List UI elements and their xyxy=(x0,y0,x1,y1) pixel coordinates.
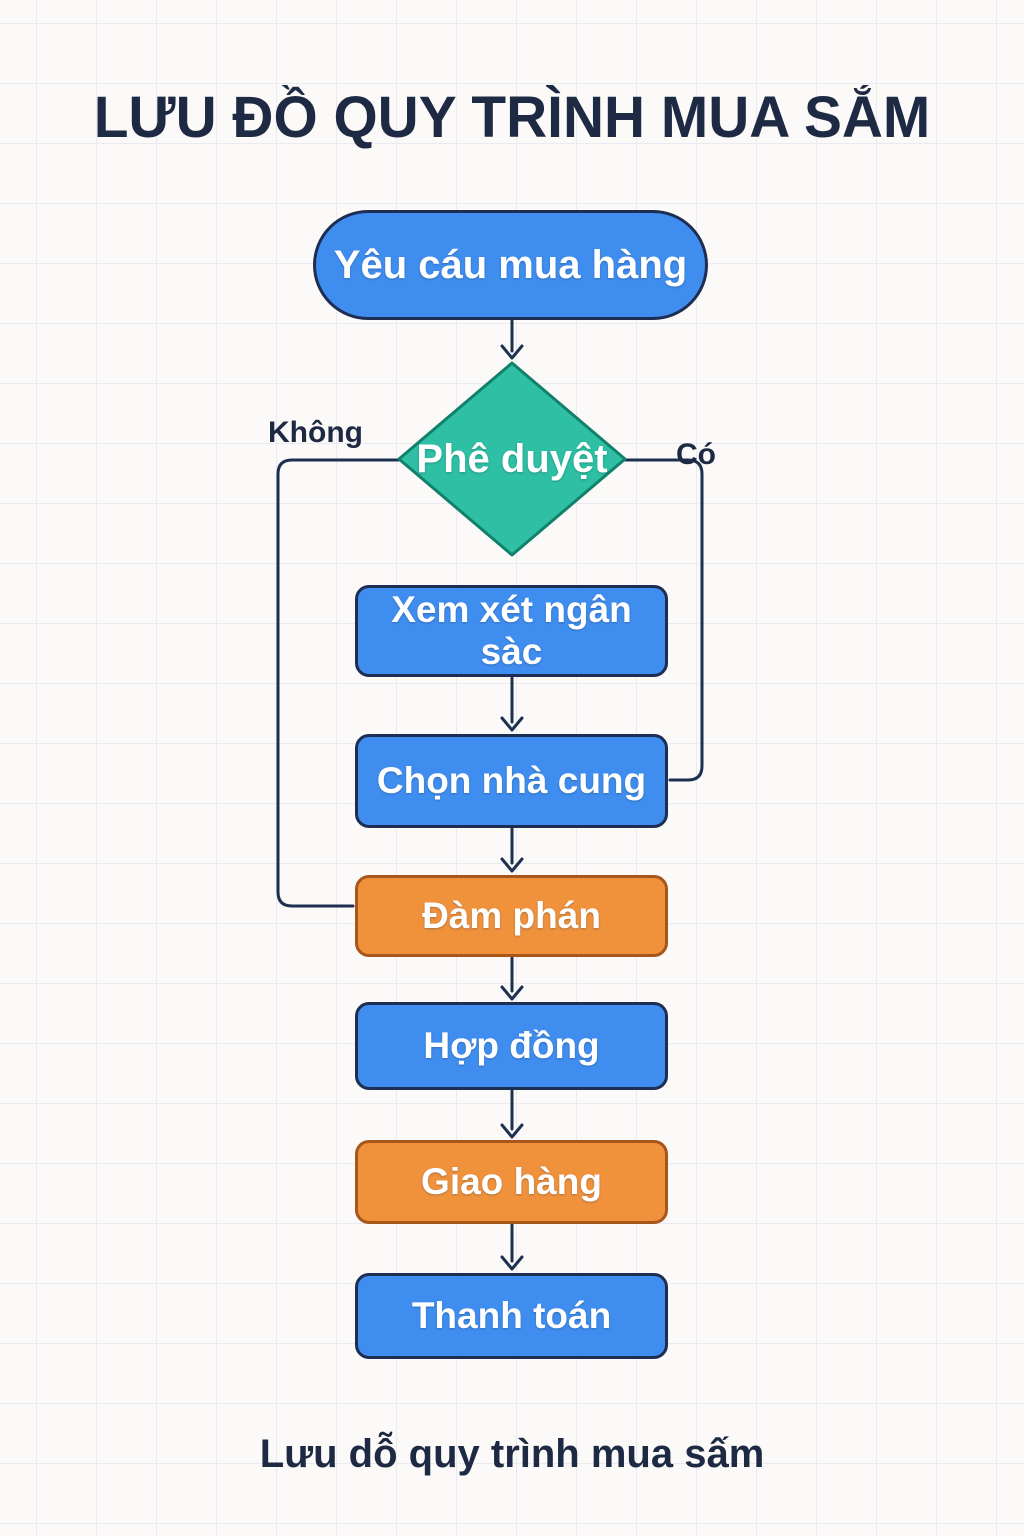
diamond-shape xyxy=(397,361,627,557)
node-delivery: Giao hàng xyxy=(355,1140,668,1224)
branch-label-yes: Có xyxy=(676,438,716,471)
node-negotiation: Đàm phán xyxy=(355,875,668,957)
node-budget-review-label: Xem xét ngân sàc xyxy=(391,589,632,672)
arrowhead-icon xyxy=(500,1255,524,1271)
page-title: LƯU ĐỒ QUY TRÌNH MUA SẮM xyxy=(93,85,931,150)
figure-caption: Lưu dỗ quy trình mua sấm xyxy=(259,1432,765,1476)
node-negotiation-label: Đàm phán xyxy=(422,895,601,936)
arrowhead-icon xyxy=(500,344,524,360)
node-purchase-request: Yêu cáu mua hàng xyxy=(313,210,708,320)
arrowhead-icon xyxy=(500,1123,524,1139)
connector-no-branch xyxy=(276,458,401,908)
node-select-supplier: Chọn nhà cung xyxy=(355,734,668,828)
connector-yes-branch xyxy=(623,458,704,782)
node-contract: Hợp đồng xyxy=(355,1002,668,1090)
node-payment: Thanh toán xyxy=(355,1273,668,1359)
node-purchase-request-label: Yêu cáu mua hàng xyxy=(333,242,688,287)
node-payment-label: Thanh toán xyxy=(411,1295,612,1336)
node-budget-review: Xem xét ngân sàc xyxy=(355,585,668,677)
arrowhead-icon xyxy=(500,857,524,873)
node-approval-decision-label: Phê duyệt xyxy=(416,436,608,481)
arrowhead-icon xyxy=(500,716,524,732)
node-approval-decision: Phê duyệt xyxy=(389,353,635,565)
node-delivery-label: Giao hàng xyxy=(421,1161,602,1202)
branch-label-no: Không xyxy=(268,416,363,449)
node-contract-label: Hợp đồng xyxy=(423,1025,600,1066)
arrowhead-icon xyxy=(500,985,524,1001)
node-select-supplier-label: Chọn nhà cung xyxy=(376,760,647,801)
